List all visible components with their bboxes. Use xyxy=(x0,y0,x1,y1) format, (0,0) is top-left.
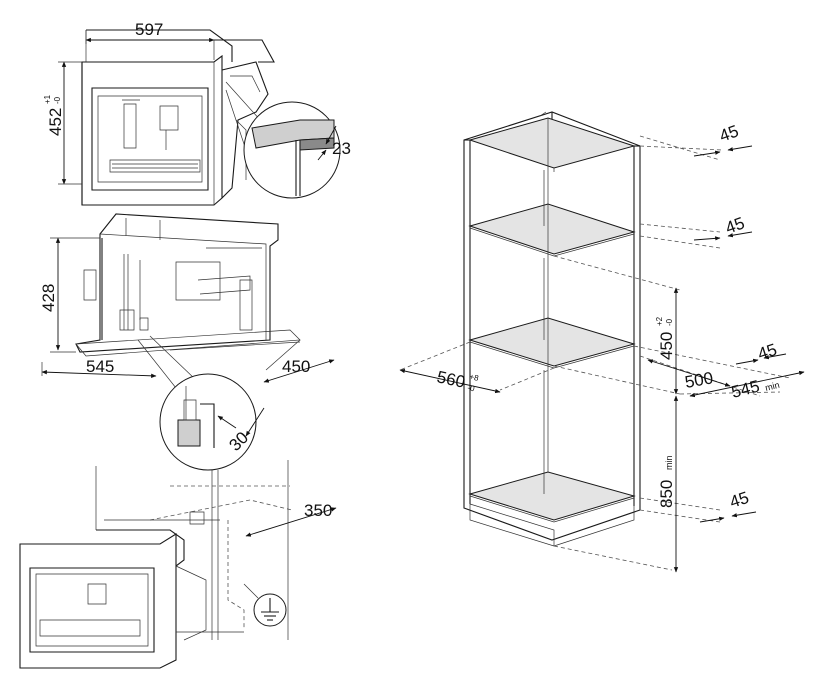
dim-450-tol-lower: -0 xyxy=(665,318,674,326)
dim-850-sub: min xyxy=(664,455,674,470)
dimension-452: 452 +1 -0 xyxy=(43,61,82,185)
dim-23-label: 23 xyxy=(332,139,351,158)
dim-500-label: 500 xyxy=(683,368,714,392)
dim-452-tol-lower: -0 xyxy=(53,96,62,104)
column-cabinet xyxy=(463,111,641,547)
dim-450-tol-upper: +2 xyxy=(655,316,664,326)
dimension-450-side: 450 xyxy=(263,339,335,383)
dimension-500: 500 xyxy=(647,359,731,392)
dimension-545: 545 xyxy=(41,357,157,378)
dim-545-min-sub: min xyxy=(764,380,781,393)
dimension-45-niche: 45 xyxy=(735,340,787,365)
dim-452-tol-upper: +1 xyxy=(43,94,52,104)
dimension-545-min: 545 min xyxy=(689,370,805,402)
dim-560-tol-lower: -0 xyxy=(467,383,476,393)
dimension-597: 597 xyxy=(85,20,215,60)
dim-450-side-label: 450 xyxy=(282,357,310,376)
dimension-560: 560 +8 -0 xyxy=(399,367,501,394)
dim-428-label: 428 xyxy=(39,284,58,312)
dim-597-label: 597 xyxy=(135,20,163,39)
ground-icon xyxy=(243,583,287,627)
dim-45-d-label: 45 xyxy=(727,488,751,512)
dim-45-c-label: 45 xyxy=(755,340,779,364)
dimension-428: 428 xyxy=(39,237,100,353)
dim-350-label: 350 xyxy=(304,501,332,520)
dimension-850: 850 min xyxy=(657,395,679,573)
dim-545-label: 545 xyxy=(86,357,114,376)
appliance-front-view xyxy=(81,29,275,206)
dimension-45-top: 45 xyxy=(693,121,753,157)
dim-452-label: 452 xyxy=(46,108,65,136)
detail-magnifier-23: 23 xyxy=(225,81,351,199)
installed-in-cabinet-view xyxy=(19,460,293,669)
dim-560-label: 560 xyxy=(435,367,467,391)
dim-560-tol-upper: +8 xyxy=(469,372,480,383)
dimension-350: 350 xyxy=(245,501,337,537)
dim-45-b-label: 45 xyxy=(723,213,747,237)
appliance-side-view xyxy=(75,213,301,357)
dim-850-label: 850 xyxy=(657,480,676,508)
dim-45-a-label: 45 xyxy=(717,121,741,145)
dim-450-niche-label: 450 xyxy=(657,332,676,360)
dim-545-min-label: 545 xyxy=(729,377,761,402)
dimension-45-second: 45 xyxy=(693,213,753,241)
detail-magnifier-30: 30 xyxy=(137,335,265,471)
dimension-450-niche: 450 +2 -0 xyxy=(655,287,679,395)
dimension-45-bottom: 45 xyxy=(699,488,757,523)
